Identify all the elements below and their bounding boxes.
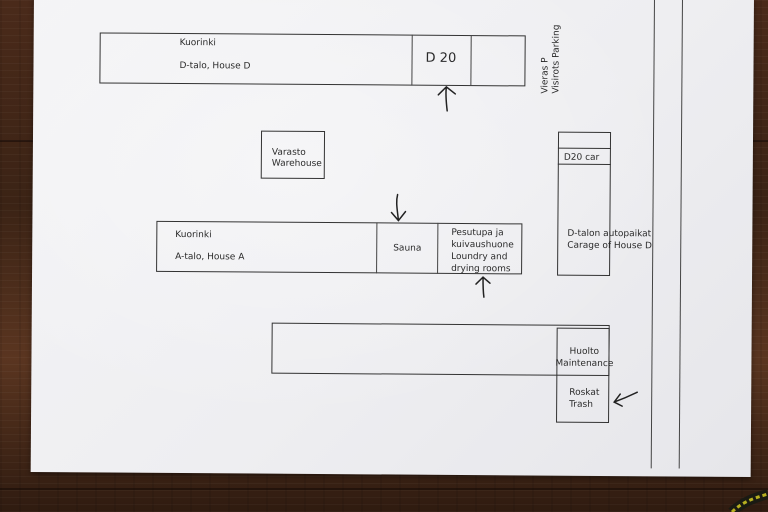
laundry-label-line3: Loundry and <box>451 251 508 263</box>
building-d-name-en: D-talo, House D <box>179 61 251 72</box>
table-board-seam <box>0 488 768 490</box>
arrow-down-icon <box>390 193 407 222</box>
building-d-outline <box>99 32 526 87</box>
building-a-name-fi: Kuorinki <box>175 229 212 241</box>
map-paper-sheet: Kuorinki D-talo, House D D 20 Vieras P V… <box>30 0 754 478</box>
maintenance-label-fi: Huolto <box>569 346 600 357</box>
arrow-up-icon <box>475 276 491 298</box>
arrow-left-icon <box>613 391 638 407</box>
visitor-parking-label-fi: Vieras P <box>540 57 551 94</box>
cable-corner-decoration <box>728 489 768 512</box>
building-a-name-en: A-talo, House A <box>175 251 245 263</box>
laundry-label-line1: Pesutupa ja <box>451 227 504 239</box>
visitor-parking-label-en: Visirots Parking <box>551 24 562 94</box>
trash-label-fi: Roskat <box>569 387 600 398</box>
carage-label-fi: D-talon autopaikat <box>567 228 652 240</box>
sauna-label: Sauna <box>393 243 422 254</box>
maintenance-label-en: Maintenance <box>555 358 614 370</box>
warehouse-label-fi: Varasto <box>271 147 306 158</box>
carage-label-en: Carage of House D <box>567 240 652 252</box>
laundry-label-line2: kuivaushuone <box>451 239 514 251</box>
trash-label-en: Trash <box>569 399 593 410</box>
d20-car-label: D20 car <box>563 152 600 163</box>
warehouse-label-en: Warehouse <box>271 158 322 170</box>
unit-d20-label: D 20 <box>425 50 457 66</box>
building-d-name-fi: Kuorinki <box>179 38 216 49</box>
arrow-up-icon <box>437 85 457 112</box>
